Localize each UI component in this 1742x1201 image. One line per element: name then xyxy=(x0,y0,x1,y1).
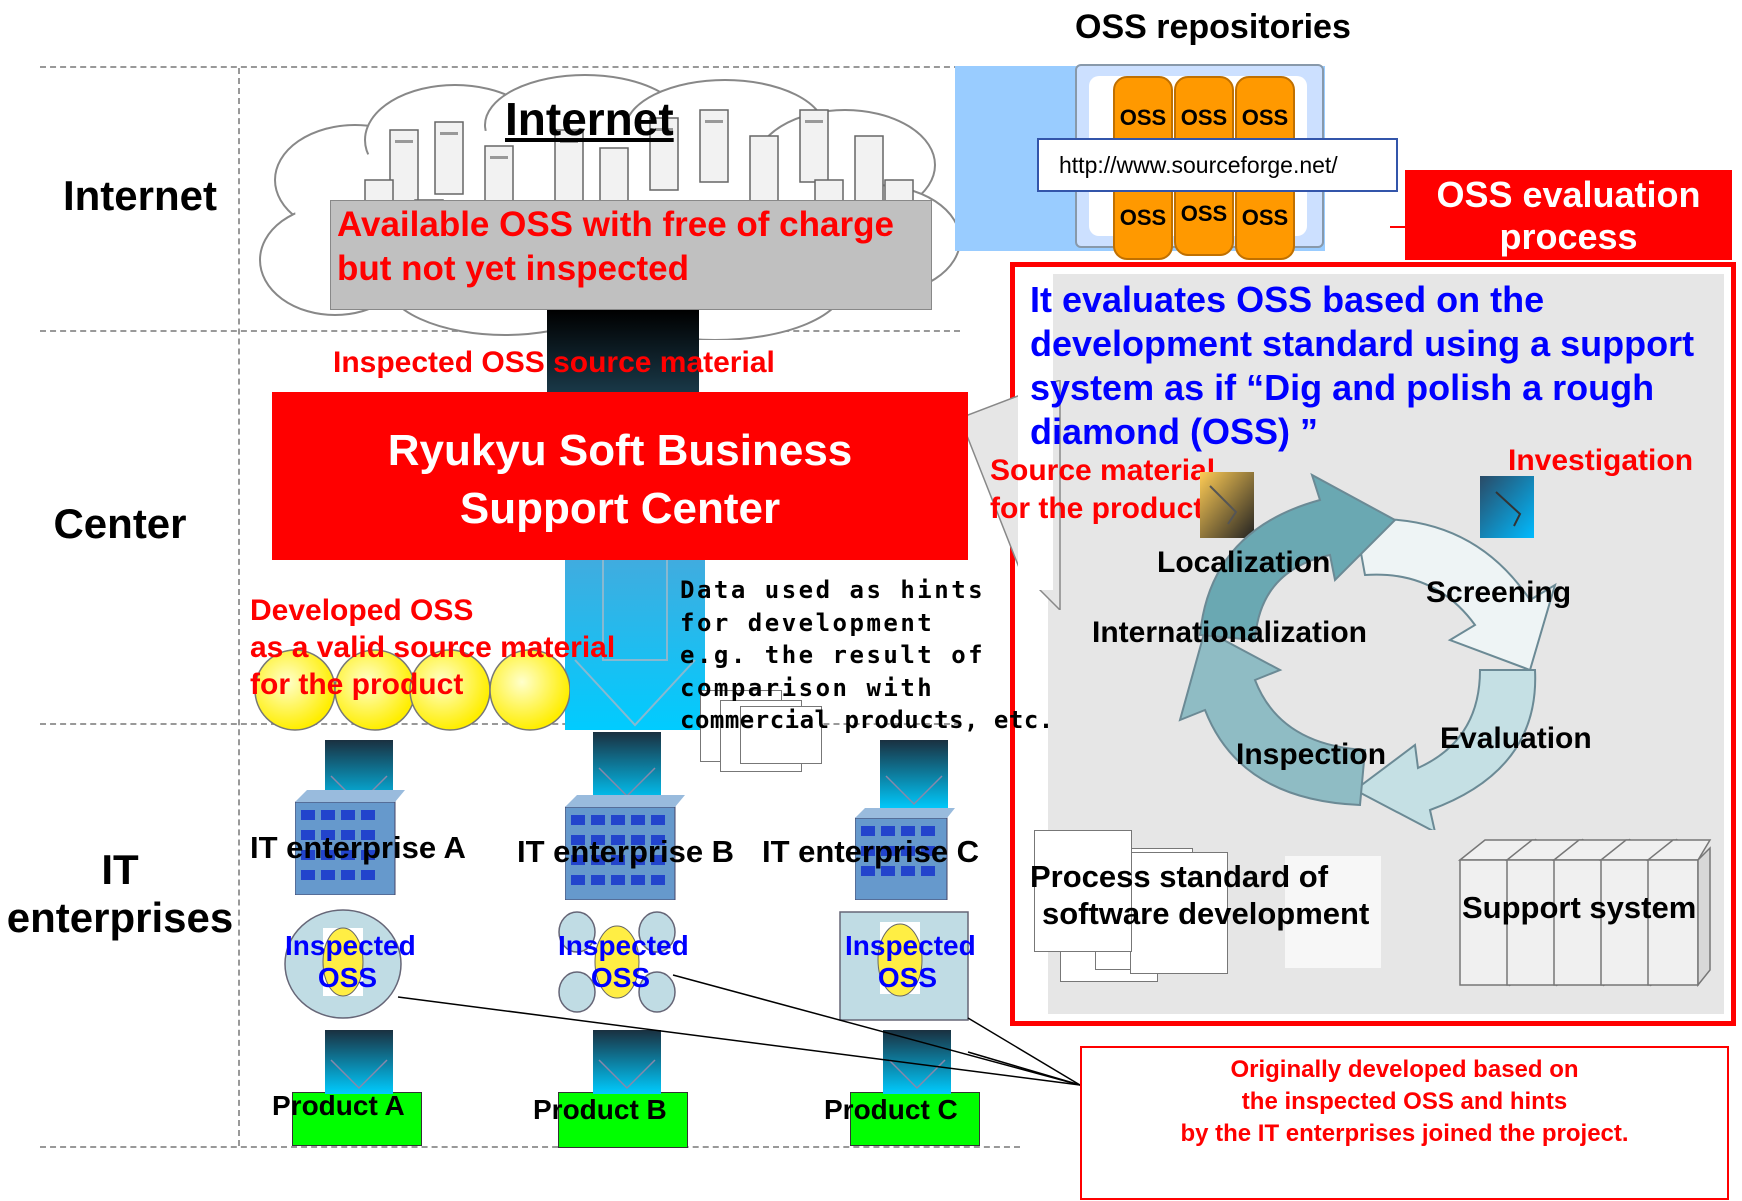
repository-url[interactable]: http://www.sourceforge.net/ xyxy=(1059,152,1338,178)
hints-line4: comparison with xyxy=(680,673,935,702)
product-c-box xyxy=(850,1092,980,1146)
cycle-evaluation: Evaluation xyxy=(1440,722,1592,755)
process-standard-line2: software development xyxy=(1042,896,1370,931)
developed-oss-circles xyxy=(254,649,570,731)
enterprise-a-inspected-line1: Inspected xyxy=(285,930,416,961)
evaluation-desc-line4: diamond (OSS) ” xyxy=(1030,411,1318,452)
repositories-title: OSS repositories xyxy=(1075,8,1351,46)
hints-doc-3 xyxy=(740,706,822,764)
investigation-label: Investigation xyxy=(1508,444,1694,477)
note-line3: by the IT enterprises joined the project… xyxy=(1180,1120,1629,1147)
divider-top xyxy=(40,66,960,68)
note-box: Originally developed based on the inspec… xyxy=(1080,1046,1729,1200)
enterprise-b-inspected-line2: OSS xyxy=(590,962,651,993)
arrow-to-enterprise-b xyxy=(593,732,661,804)
enterprise-a-inspected-line2: OSS xyxy=(317,962,378,993)
enterprise-a-building xyxy=(295,790,405,895)
available-oss-box: Available OSS with free of charge but no… xyxy=(330,200,932,310)
enterprise-c-inspected-line1: Inspected xyxy=(845,930,976,961)
inspected-source-label: Inspected OSS source material xyxy=(333,346,775,379)
process-doc-4 xyxy=(1034,830,1132,952)
available-oss-line2: but not yet inspected xyxy=(337,249,689,288)
row-label-center: Center xyxy=(53,500,187,547)
enterprise-b-building xyxy=(565,795,685,900)
center-name-line2: Support Center xyxy=(459,484,781,533)
enterprise-b-inspected-shape xyxy=(558,911,676,1013)
developed-oss-label: Developed OSS as a valid source material… xyxy=(250,592,615,703)
hints-line3: e.g. the result of xyxy=(680,641,986,669)
arrow-center-to-enterprises xyxy=(565,550,705,730)
support-system-label: Support system xyxy=(1462,890,1697,925)
source-material-line2: for the product xyxy=(990,492,1204,525)
support-system-servers xyxy=(1457,838,1712,988)
row-label-it-line2: enterprises xyxy=(6,894,234,942)
divider-bottom xyxy=(40,1146,1020,1148)
process-doc-5 xyxy=(1285,856,1381,968)
enterprise-c-name: IT enterprise C xyxy=(762,834,980,869)
row-label-internet: Internet xyxy=(62,172,217,219)
product-b-label: Product B xyxy=(533,1094,667,1125)
cycle-screening: Screening xyxy=(1426,576,1572,609)
developed-oss-line1: Developed OSS xyxy=(250,594,474,627)
arrow-to-enterprise-c xyxy=(880,740,948,810)
evaluation-panel-cover xyxy=(1018,270,1053,590)
process-standard-line1: Process standard of xyxy=(1030,859,1329,894)
enterprise-b-inspected-label: Inspected OSS xyxy=(558,930,689,994)
product-a-label: Product A xyxy=(272,1090,405,1121)
evaluation-title-connector xyxy=(1390,226,1406,228)
investigation-icon xyxy=(1480,476,1534,538)
process-doc-3 xyxy=(1130,852,1228,974)
enterprise-c-inspected-shape xyxy=(839,911,969,1021)
hints-line2: for development xyxy=(680,608,935,637)
cycle-inspection: Inspection xyxy=(1236,738,1387,771)
hints-text: Data used as hints for development e.g. … xyxy=(680,574,1054,737)
developed-oss-line3: for the product xyxy=(250,668,464,701)
available-oss-line1: Available OSS with free of charge xyxy=(337,205,894,244)
center-name-line1: Ryukyu Soft Business xyxy=(387,426,853,475)
hints-line1: Data used as hints xyxy=(680,576,986,604)
enterprise-c-building xyxy=(855,808,955,900)
divider-center-it xyxy=(40,723,960,725)
source-material-line1: Source material xyxy=(990,454,1216,487)
arrow-to-product-b xyxy=(593,1030,661,1094)
source-material-label: Source material for the product xyxy=(990,452,1215,528)
enterprise-b-name: IT enterprise B xyxy=(517,834,735,869)
source-material-icon xyxy=(1200,472,1254,538)
evaluation-cycle xyxy=(1178,472,1557,830)
repository-url-box[interactable]: http://www.sourceforge.net/ xyxy=(1037,138,1398,192)
divider-vertical xyxy=(238,68,240,1146)
enterprise-c-inspected-label: Inspected OSS xyxy=(845,930,976,994)
note-line1: Originally developed based on xyxy=(1230,1056,1579,1083)
internet-cloud-title: Internet xyxy=(505,93,674,145)
evaluation-title-line1: OSS evaluation xyxy=(1436,174,1701,215)
evaluation-description: It evaluates OSS based on the developmen… xyxy=(1030,278,1720,454)
evaluation-title-box: OSS evaluation process xyxy=(1405,170,1732,260)
arrow-internet-to-center xyxy=(547,310,699,395)
enterprise-c-inspected-line2: OSS xyxy=(877,962,938,993)
note-line2: the inspected OSS and hints xyxy=(1241,1088,1568,1115)
evaluation-title-line2: process xyxy=(1499,216,1638,257)
row-label-it-enterprises: IT enterprises xyxy=(0,846,240,943)
center-name-box: Ryukyu Soft Business Support Center xyxy=(272,392,968,560)
enterprise-a-name: IT enterprise A xyxy=(250,830,466,865)
hints-line5: commercial products, etc. xyxy=(680,706,1054,734)
row-label-it-line1: IT xyxy=(101,846,139,893)
cycle-localization: Localization xyxy=(1157,546,1331,579)
evaluation-desc-line3: system as if “Dig and polish a rough xyxy=(1030,367,1655,408)
process-standard-label: Process standard of software development xyxy=(1030,858,1369,932)
evaluation-desc-line2: development standard using a support xyxy=(1030,323,1695,364)
arrow-to-product-a xyxy=(325,1030,393,1094)
cycle-internationalization: Internationalization xyxy=(1092,616,1368,649)
enterprise-a-inspected-label: Inspected OSS xyxy=(285,930,416,994)
enterprise-a-inspected-shape xyxy=(284,909,402,1019)
evaluation-desc-line1: It evaluates OSS based on the xyxy=(1030,279,1545,320)
developed-oss-line2: as a valid source material xyxy=(250,631,616,664)
product-c-label: Product C xyxy=(824,1094,958,1125)
enterprise-b-inspected-line1: Inspected xyxy=(558,930,689,961)
